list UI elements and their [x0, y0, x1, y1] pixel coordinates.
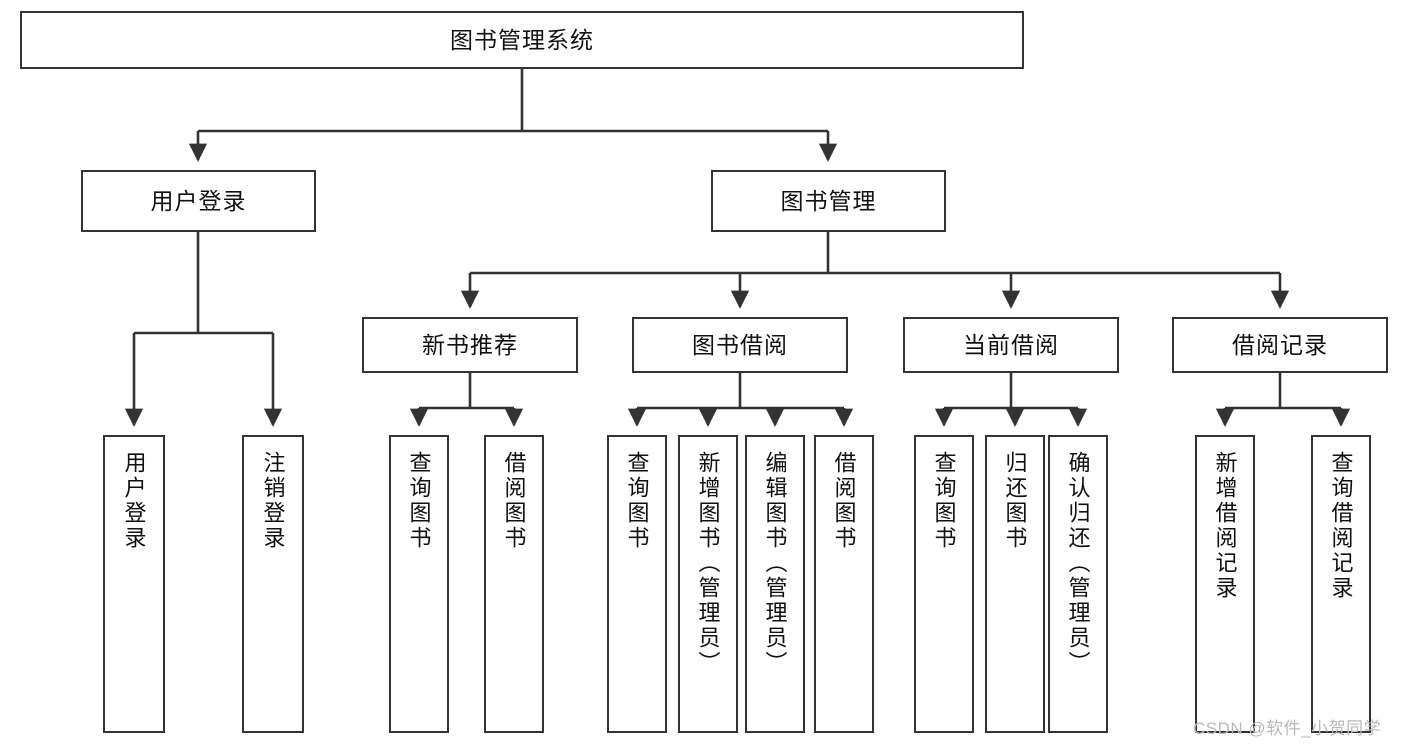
node-current-borrow[interactable]: 当前借阅 [903, 317, 1119, 373]
node-label: 编辑图书（管理员） [762, 451, 788, 676]
node-label: 查询图书 [931, 451, 957, 551]
node-label: 当前借阅 [963, 331, 1059, 358]
node-book-borrow[interactable]: 图书借阅 [632, 317, 848, 373]
node-leaf-return-book[interactable]: 归还图书 [985, 435, 1045, 733]
node-leaf-confirm-return[interactable]: 确认归还（管理员） [1048, 435, 1108, 733]
node-label: 查询借阅记录 [1328, 451, 1354, 601]
node-leaf-add-book[interactable]: 新增图书（管理员） [678, 435, 738, 733]
node-label: 归还图书 [1002, 451, 1028, 551]
node-label: 注销登录 [260, 451, 286, 551]
node-leaf-query-book-borrow[interactable]: 查询图书 [607, 435, 667, 733]
node-leaf-add-borrow-record[interactable]: 新增借阅记录 [1195, 435, 1255, 733]
node-borrow-record[interactable]: 借阅记录 [1172, 317, 1388, 373]
node-label: 新增图书（管理员） [695, 451, 721, 676]
node-label: 借阅图书 [831, 451, 857, 551]
node-label: 查询图书 [406, 451, 432, 551]
node-label: 新增借阅记录 [1212, 451, 1238, 601]
node-leaf-query-book-recommend[interactable]: 查询图书 [389, 435, 449, 733]
node-label: 确认归还（管理员） [1065, 451, 1091, 676]
node-label: 图书借阅 [692, 331, 788, 358]
node-leaf-borrow-book-recommend[interactable]: 借阅图书 [484, 435, 544, 733]
node-leaf-user-login[interactable]: 用户登录 [103, 435, 165, 733]
watermark-text: CSDN @软件_小贺同学 [1193, 719, 1382, 738]
node-root-system[interactable]: 图书管理系统 [20, 11, 1024, 69]
node-user-login[interactable]: 用户登录 [81, 170, 316, 232]
node-leaf-query-book-current[interactable]: 查询图书 [914, 435, 974, 733]
node-label: 新书推荐 [422, 331, 518, 358]
node-label: 借阅图书 [501, 451, 527, 551]
node-label: 用户登录 [121, 451, 147, 551]
node-label: 图书管理 [780, 187, 877, 214]
node-label: 借阅记录 [1232, 331, 1328, 358]
node-leaf-edit-book[interactable]: 编辑图书（管理员） [745, 435, 805, 733]
node-leaf-query-borrow-record[interactable]: 查询借阅记录 [1311, 435, 1371, 733]
node-book-manage[interactable]: 图书管理 [711, 170, 946, 232]
node-leaf-borrow-book[interactable]: 借阅图书 [814, 435, 874, 733]
node-label: 图书管理系统 [450, 26, 594, 53]
node-leaf-logout[interactable]: 注销登录 [242, 435, 304, 733]
node-new-book-recommend[interactable]: 新书推荐 [362, 317, 578, 373]
node-label: 查询图书 [624, 451, 650, 551]
node-label: 用户登录 [150, 187, 247, 214]
